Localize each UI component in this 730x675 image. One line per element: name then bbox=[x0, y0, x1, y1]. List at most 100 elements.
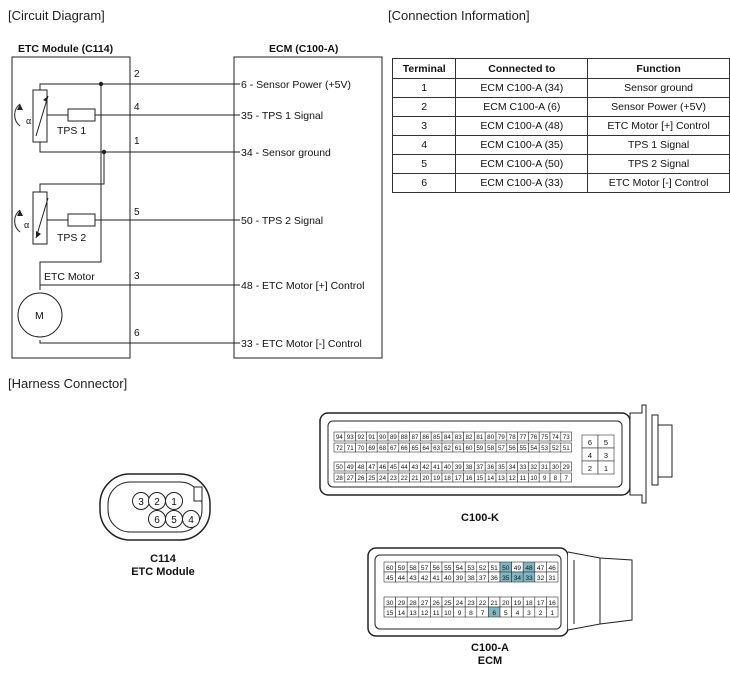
c100a-pin-label: 57 bbox=[421, 565, 429, 572]
c100a-pin-label: 40 bbox=[444, 575, 452, 582]
c100a-pin-label: 1 bbox=[550, 610, 554, 617]
ecm-label-tps2-signal: 50 - TPS 2 Signal bbox=[241, 215, 323, 227]
c100k-pin-label: 16 bbox=[466, 475, 473, 482]
c100a-pin-label: 12 bbox=[421, 610, 429, 617]
c100a-pin-label: 42 bbox=[421, 575, 429, 582]
c100k-pin-cell bbox=[560, 442, 572, 453]
c100a-pin-label: 16 bbox=[549, 600, 557, 607]
c100a-pin-label: 38 bbox=[467, 575, 475, 582]
c100k-pin-label: 9 bbox=[543, 475, 547, 482]
c100k-pin-label: 45 bbox=[390, 464, 397, 471]
pin-3: 3 bbox=[134, 271, 140, 282]
c100a-pin-label: 8 bbox=[469, 610, 473, 617]
wires bbox=[39, 83, 240, 344]
c100k-pin-label: 43 bbox=[412, 464, 419, 471]
c100k-pin-label: 49 bbox=[347, 464, 354, 471]
c100k-pin-label: 54 bbox=[530, 445, 537, 452]
c100k-pin-label: 72 bbox=[336, 445, 343, 452]
c100k-pin-label: 62 bbox=[444, 445, 451, 452]
c100a-pin-label: 20 bbox=[502, 600, 510, 607]
c100a-pin-label: 43 bbox=[409, 575, 417, 582]
c100a-pin-label: 5 bbox=[504, 610, 508, 617]
c100k-pin-label: 41 bbox=[433, 464, 440, 471]
c100k-pin-label: 21 bbox=[412, 475, 419, 482]
c100k-pin-label: 87 bbox=[412, 434, 419, 441]
c100k-pin-label: 66 bbox=[401, 445, 408, 452]
c100k-pin-label: 61 bbox=[455, 445, 462, 452]
c100a-pin-label: 26 bbox=[433, 600, 441, 607]
c100k-pin-label: 18 bbox=[444, 475, 451, 482]
c100k-pin-label: 30 bbox=[552, 464, 559, 471]
c100k-pin-label: 10 bbox=[530, 475, 537, 482]
c100k-pin-label: 52 bbox=[552, 445, 559, 452]
c100k-pin-label: 76 bbox=[530, 434, 537, 441]
c114-pin: 6 bbox=[154, 515, 160, 526]
terminal-cell: 2 bbox=[391, 97, 457, 117]
function-cell: TPS 2 Signal bbox=[587, 154, 730, 174]
c100a-pin-label: 25 bbox=[444, 600, 452, 607]
c100a-pin-label: 2 bbox=[539, 610, 543, 617]
c100a-pin-label: 18 bbox=[525, 600, 533, 607]
c100k-pin-cell bbox=[560, 472, 572, 483]
c100k-pin-label: 7 bbox=[564, 475, 568, 482]
c100k-pin-label: 68 bbox=[379, 445, 386, 452]
c100a-pin-label: 9 bbox=[458, 610, 462, 617]
tps2-sensor: α TPS 2 bbox=[14, 191, 96, 245]
function-cell: Sensor Power (+5V) bbox=[587, 97, 730, 117]
connected-to-cell: ECM C100-A (34) bbox=[455, 78, 589, 98]
c100k-pin-label: 75 bbox=[541, 434, 548, 441]
c100k-side-pin-label: 3 bbox=[604, 451, 608, 460]
c100k-pin-label: 60 bbox=[466, 445, 473, 452]
c100k-pin-label: 74 bbox=[552, 434, 559, 441]
motor-symbol: M bbox=[35, 310, 44, 322]
ecm-label-tps1-signal: 35 - TPS 1 Signal bbox=[241, 110, 323, 122]
c114-pin: 2 bbox=[154, 497, 160, 508]
c114-pin: 5 bbox=[171, 515, 177, 526]
c100k-pin-label: 81 bbox=[476, 434, 483, 441]
c100a-desc: ECM bbox=[477, 655, 503, 667]
c100k-pin-cell bbox=[560, 461, 572, 472]
c100a-pin-label: 47 bbox=[537, 565, 545, 572]
junction-dots bbox=[98, 81, 107, 155]
c114-desc: ETC Module bbox=[131, 566, 195, 578]
c100a-pin-label: 29 bbox=[398, 600, 406, 607]
connected-to-cell: ECM C100-A (50) bbox=[455, 154, 589, 174]
c100k-pin-label: 8 bbox=[554, 475, 558, 482]
c100k-side-pin-label: 5 bbox=[604, 438, 608, 447]
c100k-pin-label: 69 bbox=[368, 445, 375, 452]
c100k-name: C100-K bbox=[461, 512, 499, 524]
c100k-pin-label: 82 bbox=[466, 434, 473, 441]
c100k-pin-label: 67 bbox=[390, 445, 397, 452]
c100a-pin-label: 39 bbox=[456, 575, 464, 582]
c100k-pin-label: 23 bbox=[390, 475, 397, 482]
c100a-pin-cell bbox=[546, 606, 559, 618]
ecm-label-motor-minus: 33 - ETC Motor [-] Control bbox=[241, 338, 362, 350]
terminal-cell: 3 bbox=[391, 116, 457, 136]
c100a-pin-cell bbox=[546, 571, 559, 583]
c100a-pin-label: 27 bbox=[421, 600, 429, 607]
c114-connector: 3 2 1 6 5 4 bbox=[99, 473, 211, 541]
c100a-pin-label: 45 bbox=[386, 575, 394, 582]
pin-2: 2 bbox=[134, 69, 140, 80]
c100k-pin-label: 71 bbox=[347, 445, 354, 452]
c100k-pin-label: 31 bbox=[541, 464, 548, 471]
c100a-pin-label: 32 bbox=[537, 575, 545, 582]
etc-motor-label: ETC Motor bbox=[44, 271, 95, 283]
c100a-pin-label: 53 bbox=[467, 565, 475, 572]
c100a-pin-label: 52 bbox=[479, 565, 487, 572]
c100a-pin-label: 7 bbox=[481, 610, 485, 617]
connected-to-cell: ECM C100-A (35) bbox=[455, 135, 589, 155]
c114-pin: 4 bbox=[188, 515, 194, 526]
pin-1: 1 bbox=[134, 136, 140, 147]
c100a-pin-label: 24 bbox=[456, 600, 464, 607]
c100a-pin-label: 23 bbox=[467, 600, 475, 607]
c100k-pin-label: 57 bbox=[498, 445, 505, 452]
c100k-pin-label: 78 bbox=[509, 434, 516, 441]
c100k-pin-label: 56 bbox=[509, 445, 516, 452]
c100k-pin-label: 91 bbox=[368, 434, 375, 441]
circuit-diagram-heading: [Circuit Diagram] bbox=[8, 8, 105, 23]
c100k-side-pin-label: 2 bbox=[588, 464, 592, 473]
